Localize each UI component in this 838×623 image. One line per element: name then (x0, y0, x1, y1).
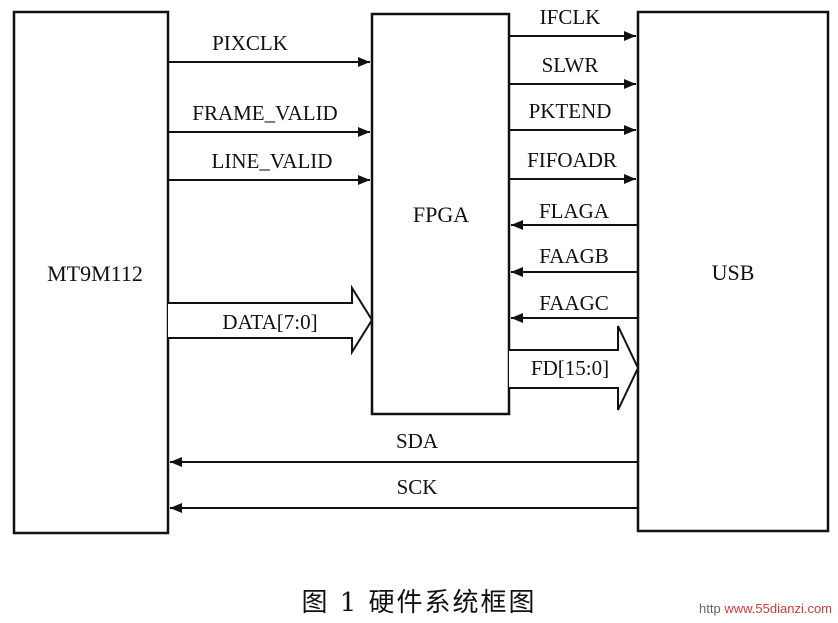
pixclk-label: PIXCLK (212, 31, 288, 55)
fpga-label: FPGA (413, 202, 469, 227)
sda-label: SDA (396, 429, 439, 453)
mt9m112-label: MT9M112 (47, 261, 143, 286)
figure-caption: 图 1 硬件系统框图 (301, 588, 537, 618)
usb-label: USB (712, 260, 755, 285)
frame-valid-label: FRAME_VALID (192, 101, 337, 125)
watermark-prefix: http (699, 601, 721, 616)
slwr-label: SLWR (542, 53, 599, 77)
sck-label: SCK (397, 475, 438, 499)
fpga-block (370, 12, 511, 416)
ifclk-label: IFCLK (540, 5, 601, 29)
watermark-site: www.55dianzi.com (724, 601, 832, 616)
mt9m112-block (12, 10, 170, 535)
faagb-label: FAAGB (539, 244, 609, 268)
data-bus-label: DATA[7:0] (222, 310, 317, 334)
flaga-label: FLAGA (539, 199, 610, 223)
watermark: http www.55dianzi.com (699, 601, 832, 616)
faagc-label: FAAGC (539, 291, 609, 315)
fifoadr-label: FIFOADR (527, 148, 617, 172)
fd-bus-arrow (509, 325, 640, 411)
fd-bus-label: FD[15:0] (531, 356, 609, 380)
data-bus-arrow (168, 284, 374, 356)
line-valid-label: LINE_VALID (212, 149, 333, 173)
usb-block (636, 10, 830, 533)
pktend-label: PKTEND (529, 99, 612, 123)
